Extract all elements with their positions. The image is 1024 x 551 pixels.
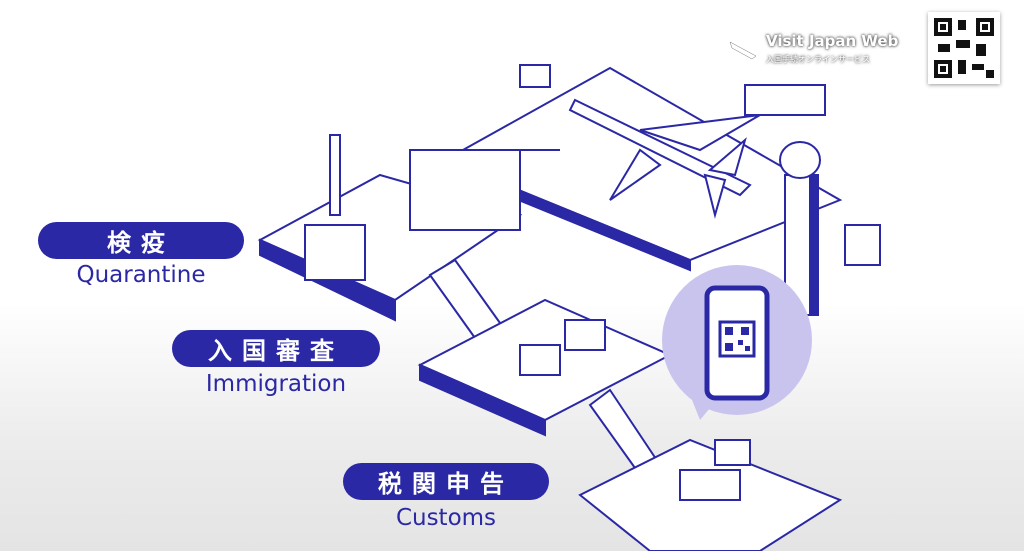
airplane-icon <box>568 98 761 219</box>
qr-code[interactable] <box>928 12 1000 84</box>
vehicle-icon <box>844 224 881 266</box>
customs-label-ja: 税関申告 <box>343 463 549 500</box>
vehicle-icon <box>744 84 826 116</box>
quarantine-label-en: Quarantine <box>76 262 206 288</box>
quarantine-label-ja: 検疫 <box>38 222 244 259</box>
logo-subtitle: 入国手続オンラインサービス <box>766 55 870 64</box>
smartphone-icon <box>704 285 770 401</box>
vehicle-icon <box>519 64 551 88</box>
qr-code-icon <box>934 18 994 78</box>
qr-code-icon <box>718 320 756 358</box>
immigration-label-en: Immigration <box>205 371 347 397</box>
customs-label-en: Customs <box>395 505 497 531</box>
airplane-landing-icon <box>729 41 758 65</box>
immigration-label-ja: 入国審査 <box>172 330 380 367</box>
phone-qr-bubble <box>662 265 812 420</box>
logo-title: Visit Japan Web <box>766 32 899 50</box>
